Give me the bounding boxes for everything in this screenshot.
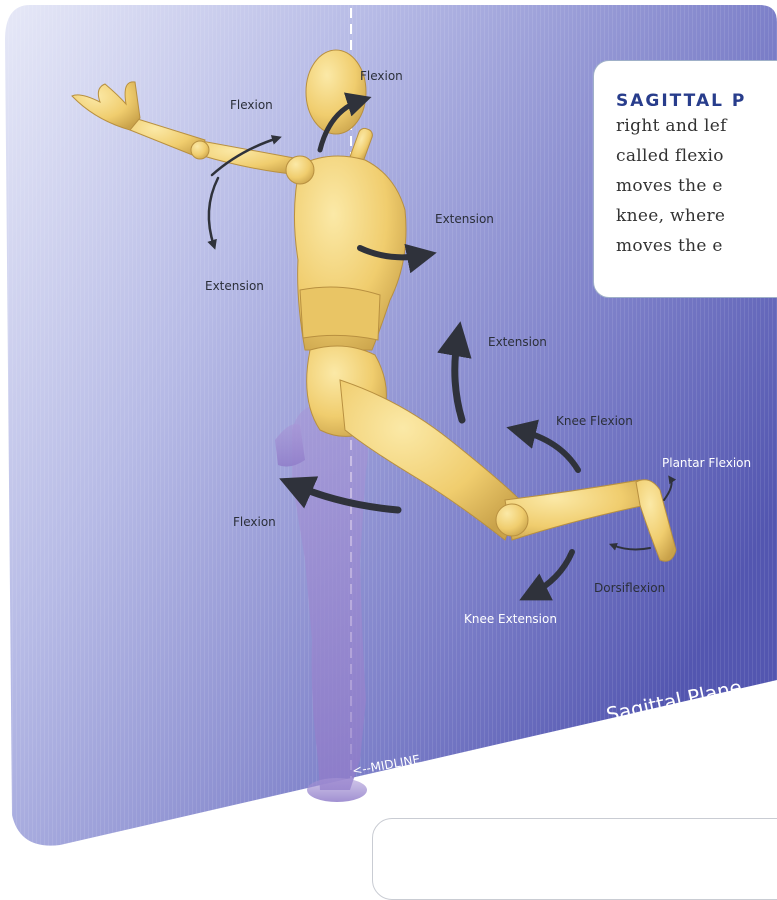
description-callout: SAGITTAL P right and lef called flexio m… (593, 60, 777, 298)
callout-line: knee, where (616, 201, 777, 231)
label-arm-extension: Extension (205, 279, 264, 293)
label-head-flexion: Flexion (360, 69, 403, 83)
label-knee-extension: Knee Extension (464, 612, 557, 626)
callout-line: right and lef (616, 111, 777, 141)
label-trunk-extension: Extension (435, 212, 494, 226)
label-knee-flexion: Knee Flexion (556, 414, 633, 428)
callout-line: called flexio (616, 141, 777, 171)
label-plantar-flexion: Plantar Flexion (662, 456, 751, 470)
label-hip-flexion: Flexion (233, 515, 276, 529)
callout-title: SAGITTAL P (616, 91, 777, 111)
callout-line: moves the e (616, 171, 777, 201)
bottom-panel-edge (372, 818, 777, 900)
sagittal-plane-diagram: Flexion Flexion Extension Extension Exte… (0, 0, 777, 855)
label-hip-extension: Extension (488, 335, 547, 349)
label-arm-flexion: Flexion (230, 98, 273, 112)
callout-line: moves the e (616, 231, 777, 261)
label-dorsiflexion: Dorsiflexion (594, 581, 665, 595)
